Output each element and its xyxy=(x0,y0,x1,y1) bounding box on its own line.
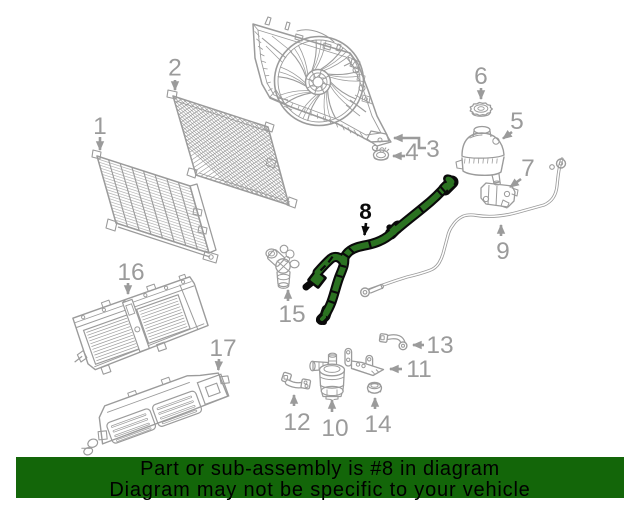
svg-text:2: 2 xyxy=(168,55,182,82)
svg-text:4: 4 xyxy=(405,139,419,166)
svg-text:14: 14 xyxy=(364,411,391,438)
svg-text:11: 11 xyxy=(406,356,431,383)
svg-text:7: 7 xyxy=(521,155,535,182)
svg-text:1: 1 xyxy=(93,113,107,140)
svg-text:5: 5 xyxy=(510,108,524,135)
svg-text:12: 12 xyxy=(283,409,310,436)
svg-text:16: 16 xyxy=(117,259,144,286)
svg-text:13: 13 xyxy=(426,332,453,359)
svg-text:6: 6 xyxy=(474,63,488,90)
svg-text:15: 15 xyxy=(278,301,305,328)
svg-text:10: 10 xyxy=(321,415,348,442)
svg-text:17: 17 xyxy=(209,335,236,362)
svg-text:8: 8 xyxy=(359,199,372,224)
svg-text:3: 3 xyxy=(426,136,440,163)
svg-text:9: 9 xyxy=(496,238,510,265)
